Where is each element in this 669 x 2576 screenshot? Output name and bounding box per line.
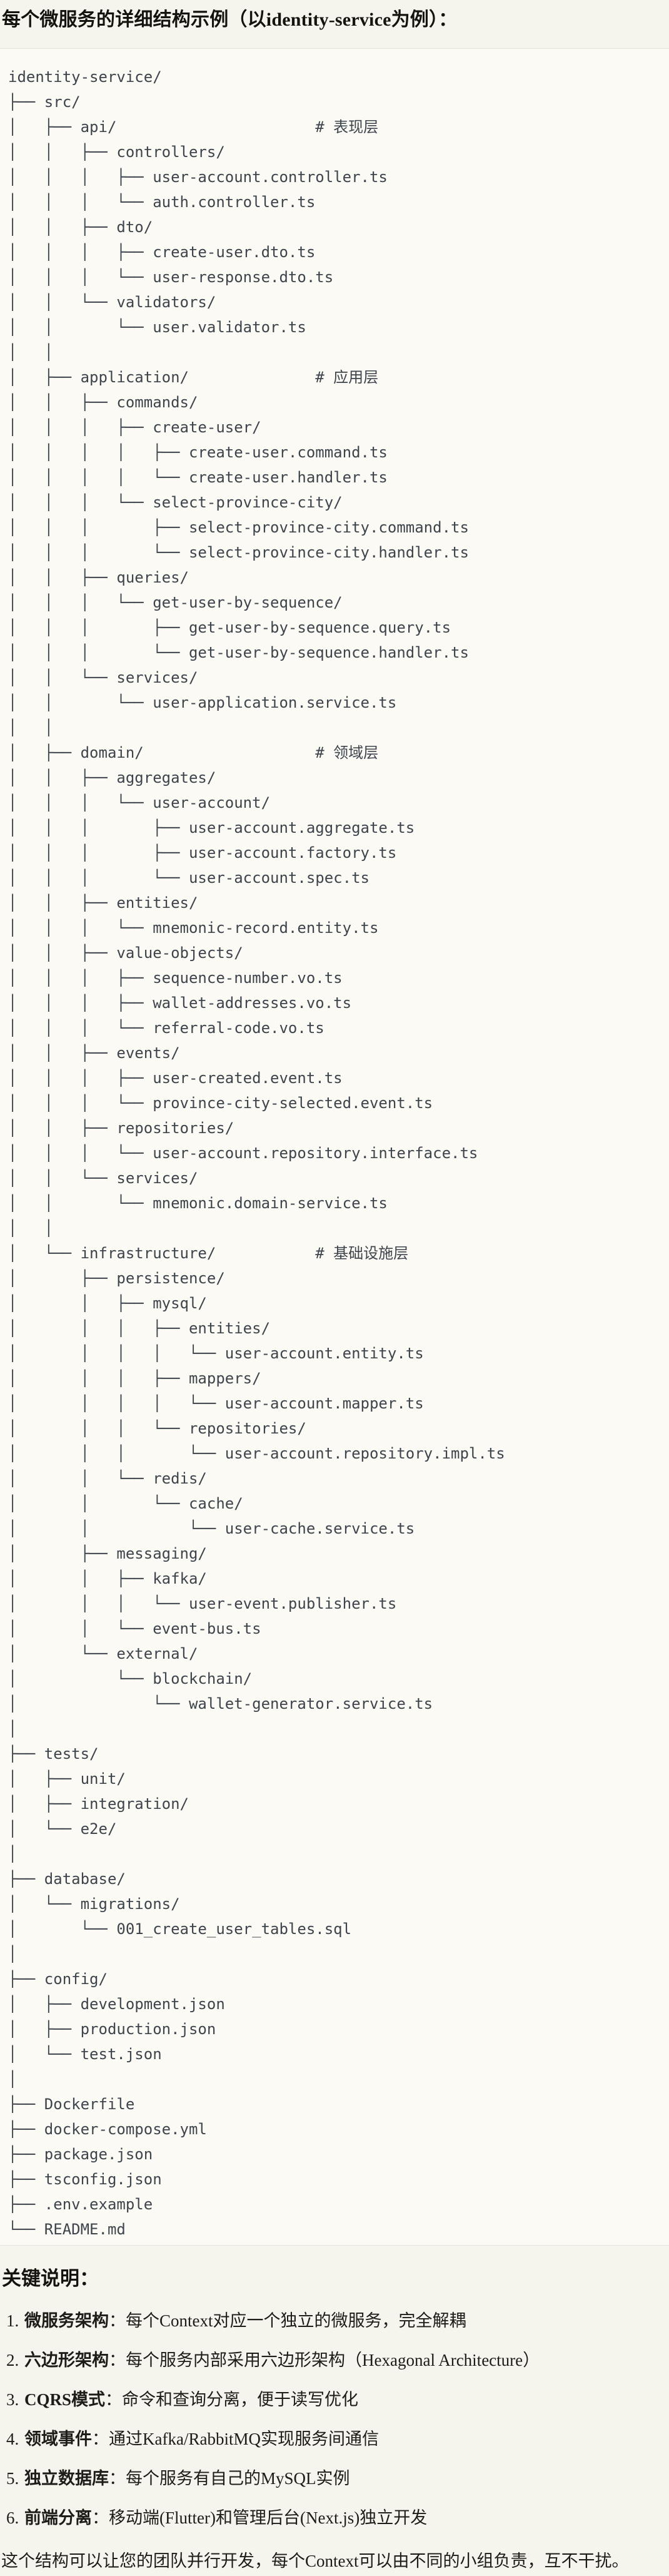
list-item-number: 4. bbox=[6, 2429, 19, 2448]
list-item-term: 六边形架构 bbox=[24, 2350, 109, 2370]
list-item: 2. 六边形架构：每个服务内部采用六边形架构（Hexagonal Archite… bbox=[6, 2348, 669, 2372]
list-item-term: 前端分离 bbox=[24, 2508, 92, 2527]
list-item-text: 独立数据库：每个服务有自己的MySQL实例 bbox=[24, 2467, 350, 2490]
list-item: 3. CQRS模式：命令和查询分离，便于读写优化 bbox=[6, 2388, 669, 2411]
list-item-text: 微服务架构：每个Context对应一个独立的微服务，完全解耦 bbox=[24, 2309, 466, 2333]
list-item: 4. 领域事件：通过Kafka/RabbitMQ实现服务间通信 bbox=[6, 2427, 669, 2451]
list-item-text: 前端分离：移动端(Flutter)和管理后台(Next.js)独立开发 bbox=[24, 2506, 427, 2530]
list-item-desc: ：通过Kafka/RabbitMQ实现服务间通信 bbox=[92, 2429, 379, 2448]
list-item-term: 领域事件 bbox=[24, 2429, 92, 2448]
list-item-number: 3. bbox=[6, 2390, 19, 2409]
list-item-text: 领域事件：通过Kafka/RabbitMQ实现服务间通信 bbox=[24, 2427, 379, 2451]
closing-paragraph: 这个结构可以让您的团队并行开发，每个Context可以由不同的小组负责，互不干扰… bbox=[1, 2551, 629, 2570]
code-block: identity-service/ ├── src/ │ ├── api/ # … bbox=[0, 48, 669, 2246]
directory-tree: identity-service/ ├── src/ │ ├── api/ # … bbox=[8, 68, 505, 2238]
list-item: 5. 独立数据库：每个服务有自己的MySQL实例 bbox=[6, 2467, 669, 2490]
list-item-number: 6. bbox=[6, 2508, 19, 2527]
list-item-term: 微服务架构 bbox=[24, 2311, 109, 2330]
notes-heading: 关键说明： bbox=[2, 2268, 99, 2289]
list-item: 6. 前端分离：移动端(Flutter)和管理后台(Next.js)独立开发 bbox=[6, 2506, 669, 2530]
list-item-number: 2. bbox=[6, 2350, 19, 2370]
list-item: 1. 微服务架构：每个Context对应一个独立的微服务，完全解耦 bbox=[6, 2309, 669, 2333]
list-item-desc: ：每个服务内部采用六边形架构（Hexagonal Architecture） bbox=[109, 2350, 540, 2370]
list-item-number: 1. bbox=[6, 2311, 19, 2330]
list-item-desc: ：命令和查询分离，便于读写优化 bbox=[105, 2390, 359, 2409]
list-item-text: CQRS模式：命令和查询分离，便于读写优化 bbox=[24, 2388, 358, 2411]
list-item-term: 独立数据库 bbox=[24, 2468, 109, 2488]
list-item-term: CQRS模式 bbox=[24, 2390, 106, 2409]
page-title: 每个微服务的详细结构示例（以identity-service为例）： bbox=[2, 9, 458, 30]
list-item-text: 六边形架构：每个服务内部采用六边形架构（Hexagonal Architectu… bbox=[24, 2348, 540, 2372]
notes-list: 1. 微服务架构：每个Context对应一个独立的微服务，完全解耦 2. 六边形… bbox=[0, 2309, 669, 2530]
list-item-number: 5. bbox=[6, 2468, 19, 2488]
list-item-desc: ：每个服务有自己的MySQL实例 bbox=[109, 2468, 350, 2488]
list-item-desc: ：每个Context对应一个独立的微服务，完全解耦 bbox=[109, 2311, 466, 2330]
list-item-desc: ：移动端(Flutter)和管理后台(Next.js)独立开发 bbox=[92, 2508, 428, 2527]
